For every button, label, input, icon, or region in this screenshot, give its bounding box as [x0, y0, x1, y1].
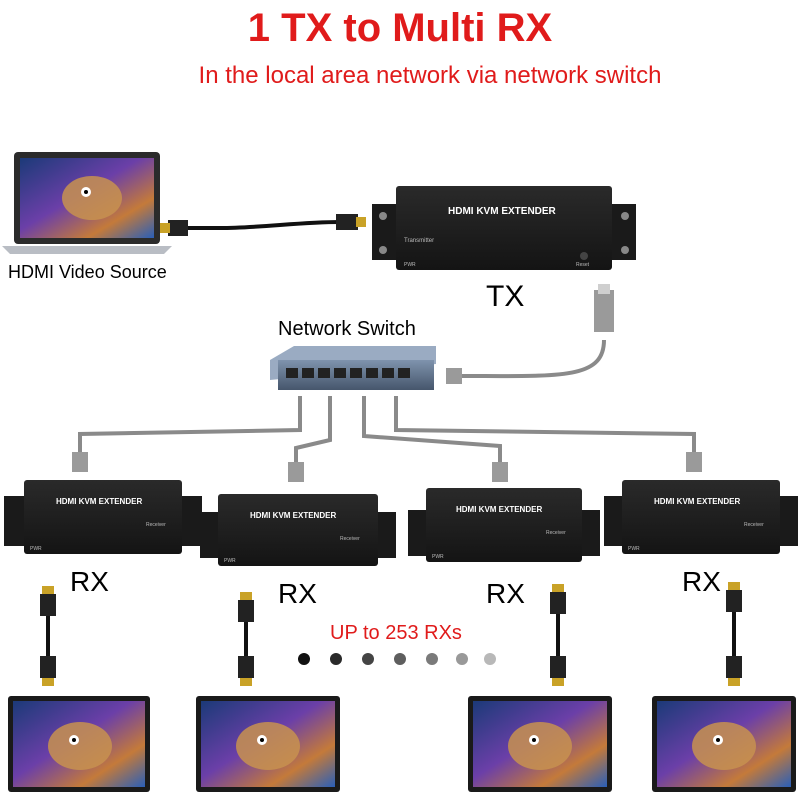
rx-label-2: RX: [278, 578, 317, 609]
rx2-box-pwr: PWR: [224, 558, 236, 564]
laptop-icon: [2, 152, 172, 254]
rx1-box-title: HDMI KVM EXTENDER: [56, 497, 142, 506]
rx4-box-title: HDMI KVM EXTENDER: [654, 497, 740, 506]
network-switch-label: Network Switch: [278, 318, 416, 340]
rx-count-label: UP to 253 RXs: [330, 622, 462, 644]
rx2-box-sub: Receiver: [340, 536, 360, 542]
rx-extender-box-3: HDMI KVM EXTENDER Receiver PWR: [408, 488, 600, 562]
tx-box-reset: Reset: [576, 262, 590, 268]
monitor-icon-2: [196, 696, 340, 792]
more-rx-dots: [298, 653, 496, 665]
page-title: 1 TX to Multi RX: [247, 6, 553, 50]
rx-extender-box-2: HDMI KVM EXTENDER Receiver PWR: [200, 494, 396, 566]
rx3-box-pwr: PWR: [432, 554, 444, 560]
rx4-box-pwr: PWR: [628, 546, 640, 552]
rx-label-1: RX: [70, 566, 109, 597]
hdmi-cables-rx: [40, 582, 742, 686]
monitor-icon-1: [8, 696, 150, 792]
page-subtitle: In the local area network via network sw…: [198, 62, 662, 89]
network-switch-icon: [270, 346, 436, 390]
rx4-box-sub: Receiver: [744, 522, 764, 528]
hdmi-cable-tx: [160, 214, 366, 236]
tx-extender-box: HDMI KVM EXTENDER Transmitter PWR Reset: [372, 186, 636, 270]
rx3-box-title: HDMI KVM EXTENDER: [456, 505, 542, 514]
tx-box-pwr: PWR: [404, 262, 416, 268]
rx3-box-sub: Receiver: [546, 530, 566, 536]
rx2-box-title: HDMI KVM EXTENDER: [250, 511, 336, 520]
monitor-icon-3: [468, 696, 612, 792]
rx-label-4: RX: [682, 566, 721, 597]
ethernet-cables-rx: [72, 396, 702, 482]
ethernet-cable-tx: [446, 284, 614, 384]
tx-box-title: HDMI KVM EXTENDER: [448, 206, 557, 217]
rx1-box-sub: Receiver: [146, 522, 166, 528]
rx-extender-box-1: HDMI KVM EXTENDER Receiver PWR: [4, 480, 202, 554]
hdmi-source-label: HDMI Video Source: [8, 262, 167, 282]
monitor-icon-4: [652, 696, 796, 792]
tx-box-sub: Transmitter: [404, 238, 434, 244]
rx1-box-pwr: PWR: [30, 546, 42, 552]
tx-label: TX: [486, 280, 525, 313]
rx-extender-box-4: HDMI KVM EXTENDER Receiver PWR: [604, 480, 798, 554]
rx-label-3: RX: [486, 578, 525, 609]
